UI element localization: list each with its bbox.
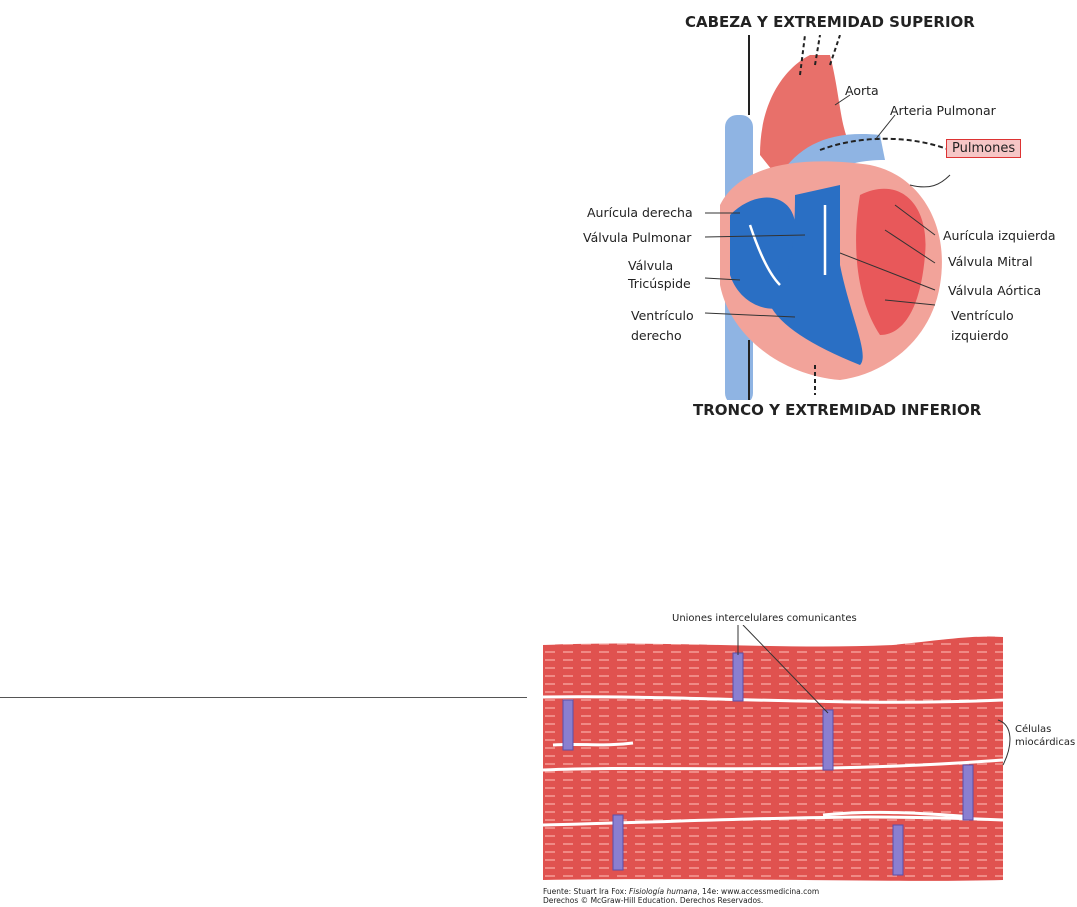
- label-valvula-mitral: Válvula Mitral: [948, 254, 1033, 269]
- label-ventriculo-izquierdo-2: izquierdo: [951, 328, 1009, 343]
- muscle-fibers: [543, 636, 1003, 881]
- heart-bottom-title: TRONCO Y EXTREMIDAD INFERIOR: [693, 401, 982, 419]
- cardiac-muscle-diagram: [543, 625, 1011, 881]
- label-ventriculo-izquierdo-1: Ventrículo: [951, 308, 1014, 323]
- figure-caption-rights: Derechos © McGraw-Hill Education. Derech…: [543, 896, 764, 905]
- caption-book: Fisiología humana: [628, 887, 698, 896]
- gap-junctions: [562, 652, 974, 876]
- label-auricula-izquierda: Aurícula izquierda: [943, 228, 1056, 243]
- label-ventriculo-derecho-2: derecho: [631, 328, 682, 343]
- heart-diagram: [704, 35, 951, 400]
- figure-caption-source: Fuente: Stuart Ira Fox: Fisiología human…: [543, 887, 819, 896]
- label-valvula-pulmonar: Válvula Pulmonar: [583, 230, 692, 245]
- left-chambers: [856, 188, 926, 335]
- label-valvula-tricuspide-2: Tricúspide: [628, 276, 691, 291]
- label-valvula-tricuspide-1: Válvula: [628, 258, 674, 273]
- divider-line: [0, 697, 527, 698]
- caption-prefix: Fuente: Stuart Ira Fox:: [543, 887, 629, 896]
- label-arteria-pulmonar: Arteria Pulmonar: [890, 103, 996, 118]
- label-aorta: Aorta: [845, 83, 879, 98]
- right-ventricle: [770, 185, 863, 365]
- right-atrium: [730, 197, 796, 309]
- label-pulmones: Pulmones: [946, 139, 1022, 158]
- label-ventriculo-derecho-1: Ventrículo: [631, 308, 694, 323]
- label-gap-junctions: Uniones intercelulares comunicantes: [672, 613, 857, 624]
- heart-top-title: CABEZA Y EXTREMIDAD SUPERIOR: [685, 13, 975, 31]
- label-valvula-aortica: Válvula Aórtica: [948, 283, 1042, 298]
- label-cells-1: Células: [1015, 724, 1052, 735]
- caption-suffix: , 14e: www.accessmedicina.com: [697, 887, 820, 896]
- label-cells-2: miocárdicas: [1015, 737, 1076, 748]
- label-auricula-derecha: Aurícula derecha: [587, 205, 693, 220]
